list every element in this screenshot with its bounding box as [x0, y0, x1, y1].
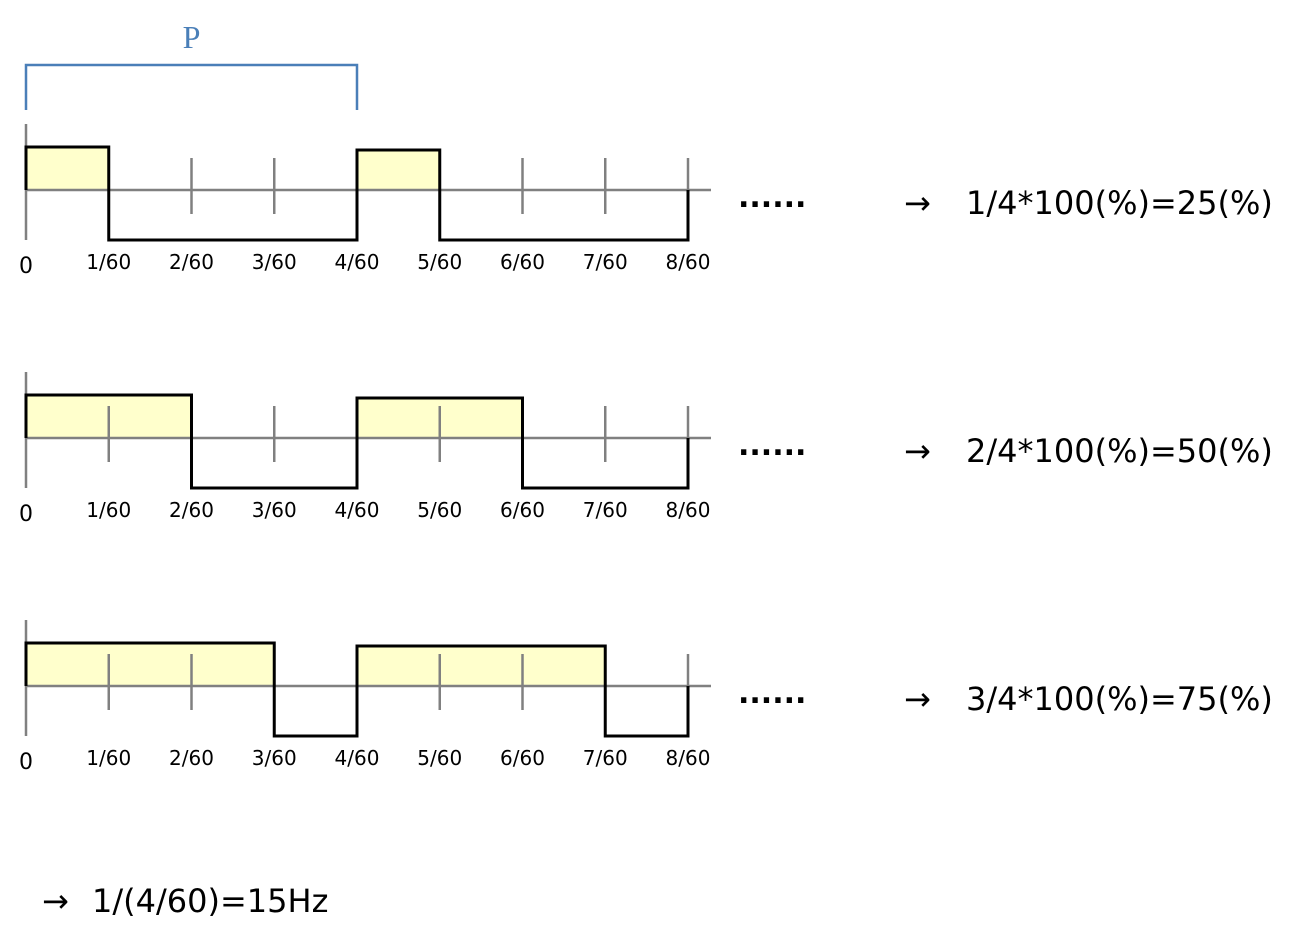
tick-label: 3/60: [252, 746, 297, 770]
tick-label: 0: [19, 502, 33, 527]
result-arrow: →: [904, 680, 931, 718]
tick-label: 0: [19, 750, 33, 775]
high-pulse-fill: [26, 147, 109, 190]
tick-label: 7/60: [583, 498, 628, 522]
period-bracket-line: [24, 63, 359, 110]
tick-label: 0: [19, 254, 33, 279]
tick-label: 6/60: [500, 746, 545, 770]
tick-label: 1/60: [86, 250, 131, 274]
tick-label: 2/60: [169, 498, 214, 522]
tick-label: 4/60: [335, 498, 380, 522]
frequency-arrow: →: [42, 882, 69, 920]
waveform-row-3: 0 1/60 2/60 3/60 4/60 5/60 6/60 7/60 8/60...... →…: [19, 620, 1273, 775]
waveform-row-2: 0 1/60 2/60 3/60 4/60 5/60 6/60 7/60 8/60...... →…: [19, 372, 1273, 527]
continuation-dots: ......: [738, 180, 806, 215]
duty-cycle-result: 2/4*100(%)=50(%): [966, 432, 1273, 470]
continuation-dots: ......: [738, 676, 806, 711]
tick-label: 3/60: [252, 498, 297, 522]
result-arrow: →: [904, 184, 931, 222]
period-bracket: P: [24, 19, 359, 110]
result-arrow: →: [904, 432, 931, 470]
tick-label: 8/60: [666, 250, 711, 274]
tick-label: 7/60: [583, 746, 628, 770]
pwm-signal: [24, 145, 690, 242]
tick-label: 6/60: [500, 250, 545, 274]
waveform-row-1: 0 1/60 2/60 3/60 4/60 5/60 6/60 7/60 8/60...... →…: [19, 124, 1273, 279]
tick-label: 4/60: [335, 746, 380, 770]
tick-label: 3/60: [252, 250, 297, 274]
duty-cycle-result: 1/4*100(%)=25(%): [966, 184, 1273, 222]
tick-label: 5/60: [417, 250, 462, 274]
tick-label: 2/60: [169, 250, 214, 274]
tick-label: 7/60: [583, 250, 628, 274]
tick-label: 6/60: [500, 498, 545, 522]
waveform-rows: 0 1/60 2/60 3/60 4/60 5/60 6/60 7/60 8/60...... →…: [19, 124, 1273, 775]
tick-label: 1/60: [86, 746, 131, 770]
high-pulse-fill: [26, 643, 275, 686]
tick-label: 8/60: [666, 746, 711, 770]
tick-label: 4/60: [335, 250, 380, 274]
duty-cycle-result: 3/4*100(%)=75(%): [966, 680, 1273, 718]
continuation-dots: ......: [738, 428, 806, 463]
pwm-signal: [24, 641, 690, 738]
frequency-formula-text: 1/(4/60)=15Hz: [92, 882, 328, 920]
tick-label: 2/60: [169, 746, 214, 770]
tick-label: 8/60: [666, 498, 711, 522]
tick-label: 5/60: [417, 746, 462, 770]
high-pulse-fill: [357, 150, 440, 190]
high-pulse-fill: [357, 646, 606, 686]
tick-label: 1/60: [86, 498, 131, 522]
period-label: P: [183, 19, 201, 55]
pwm-signal: [24, 393, 690, 490]
tick-label: 5/60: [417, 498, 462, 522]
frequency-formula: → 1/(4/60)=15Hz: [42, 882, 328, 920]
